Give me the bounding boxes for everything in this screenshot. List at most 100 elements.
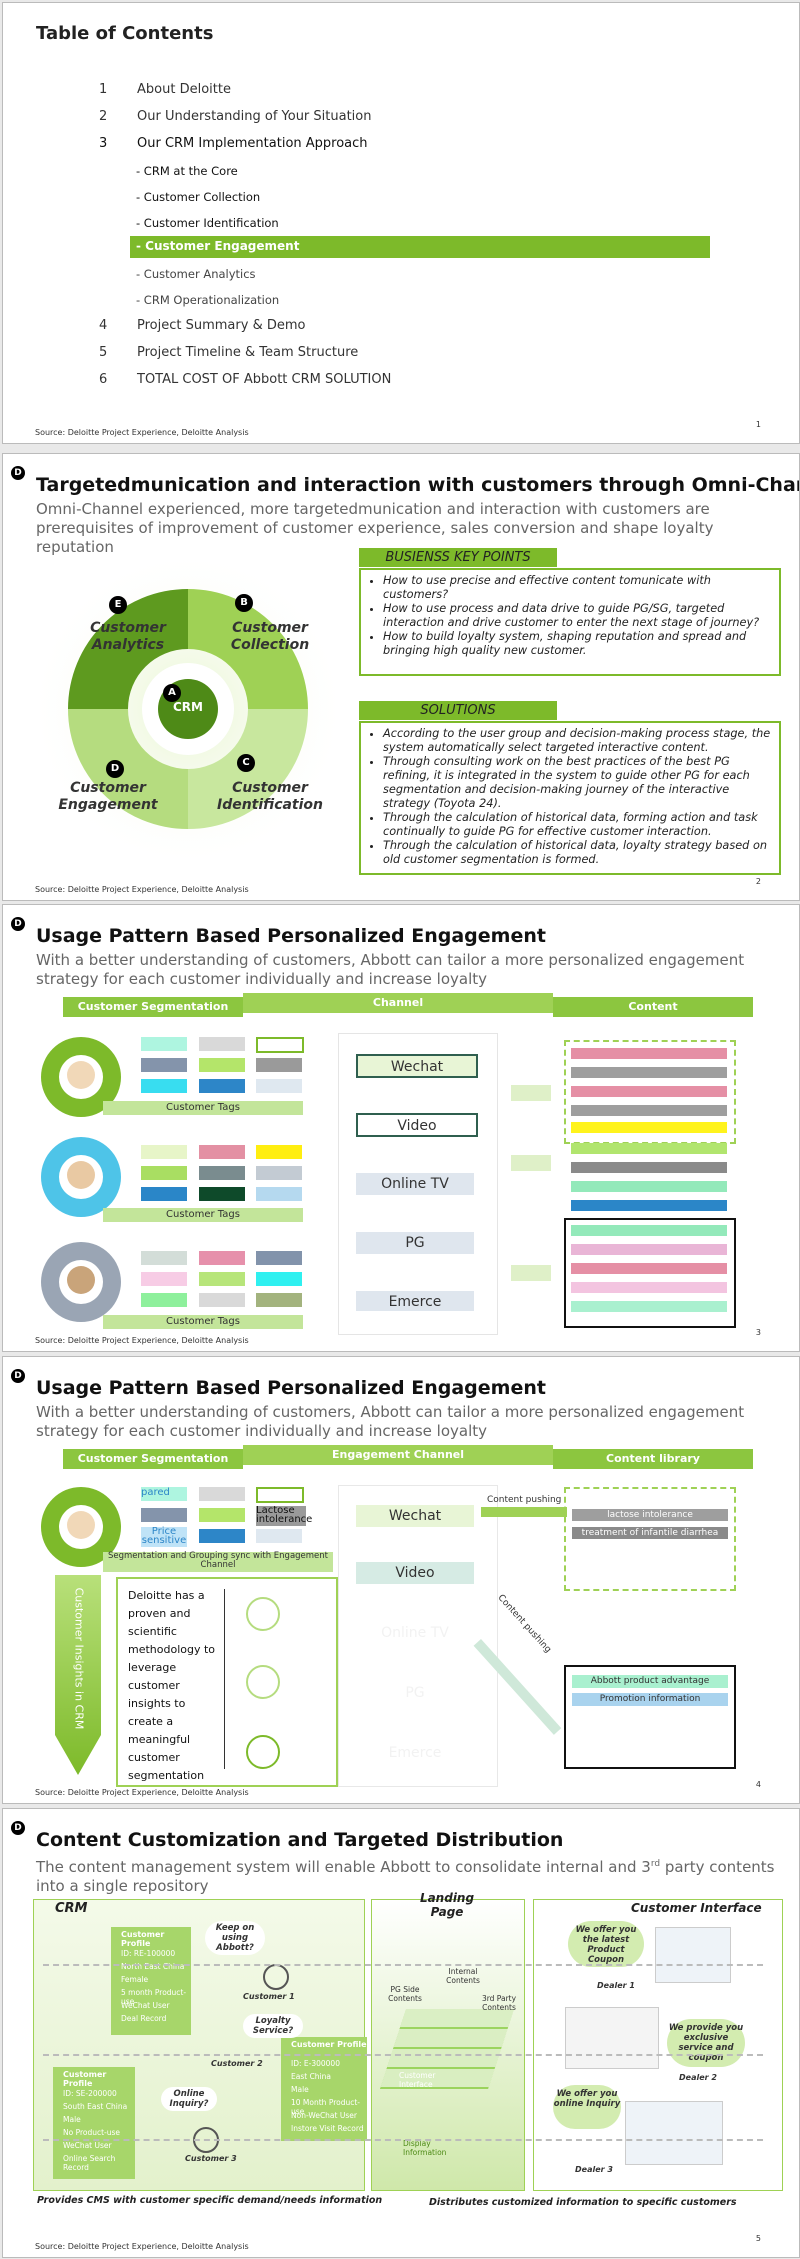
- toc-title: Table of Contents: [36, 23, 213, 44]
- content-bar: [571, 1263, 727, 1274]
- deloitte-logo: D: [11, 1369, 25, 1383]
- tag-block: [256, 1145, 302, 1159]
- methodology-text: Deloitte has a proven and scientific met…: [128, 1587, 218, 1785]
- toc-subitem[interactable]: - Customer Collection: [136, 190, 260, 204]
- channel-emerce[interactable]: Emerce: [356, 1291, 474, 1311]
- screenshot-thumb: [565, 2007, 659, 2069]
- landing-title: Landing Page: [413, 1891, 481, 1919]
- tag-block: [141, 1166, 187, 1180]
- insights-label: Customer Insights in CRM: [73, 1574, 86, 1744]
- tag-block: [256, 1293, 302, 1307]
- toc-subitem[interactable]: - CRM Operationalization: [136, 293, 279, 307]
- person-icon: [263, 1964, 289, 1990]
- channel-online-tv[interactable]: Online TV: [356, 1173, 474, 1195]
- bubble-loyalty: Loyalty Service?: [243, 2014, 303, 2038]
- content-bar: [571, 1105, 727, 1116]
- lp-internal: Internal Contents: [443, 1967, 483, 1985]
- tag-block: [256, 1079, 302, 1093]
- content-bar: [571, 1067, 727, 1078]
- library-item: treatment of infantile diarrhea: [572, 1527, 728, 1539]
- avatar: [67, 1266, 95, 1294]
- channel-wechat[interactable]: Wechat: [356, 1505, 474, 1527]
- tag-block: [256, 1166, 302, 1180]
- crm-core-label: CRM: [171, 700, 205, 714]
- bubble-inquiry: Online Inquiry?: [161, 2087, 217, 2111]
- tag-block: [141, 1079, 187, 1093]
- tag-block: [199, 1508, 245, 1522]
- key-points-box: How to use precise and effective content…: [359, 568, 781, 676]
- page-number: 3: [756, 1328, 761, 1337]
- solutions-box: According to the user group and decision…: [359, 721, 781, 875]
- footer-right: Distributes customized information to sp…: [429, 2197, 737, 2208]
- page-number: 5: [756, 2234, 761, 2243]
- screenshot-thumb: [655, 1927, 731, 1983]
- toc-highlight[interactable]: - Customer Engagement: [130, 236, 710, 258]
- dashed-line: [43, 2139, 763, 2141]
- customer-profile-1: Customer Profile ID: RE-100000 North Eas…: [111, 1927, 191, 2035]
- tag-block: [199, 1058, 245, 1072]
- solution-item: Through the calculation of historical da…: [383, 839, 775, 867]
- marker-b: B: [235, 594, 253, 612]
- avatar: [67, 1511, 95, 1539]
- slide-title: Usage Pattern Based Personalized Engagem…: [36, 1377, 546, 1399]
- page-number: 4: [756, 1780, 761, 1789]
- channel-video[interactable]: Video: [356, 1113, 478, 1137]
- lp-customer-interface: Customer Interface: [399, 2071, 459, 2089]
- customer-profile-2: Customer Profile ID: SE-200000 South Eas…: [53, 2067, 135, 2179]
- double-arrow-icon: [511, 1265, 551, 1281]
- customer-profile-3: Customer Profile ID: E-300000 East China…: [281, 2037, 367, 2141]
- solution-item: According to the user group and decision…: [383, 727, 775, 755]
- band-segmentation: Customer Segmentation: [63, 1449, 243, 1469]
- toc-subitem[interactable]: - CRM at the Core: [136, 164, 238, 178]
- slide-omnichannel: D Targetedmunication and interaction wit…: [2, 453, 800, 901]
- tag-block: [199, 1079, 245, 1093]
- tag-block: [141, 1145, 187, 1159]
- slide-title: Targetedmunication and interaction with …: [36, 474, 800, 496]
- channel-video[interactable]: Video: [356, 1562, 474, 1584]
- content-bar: [571, 1244, 727, 1255]
- solution-item: Through the calculation of historical da…: [383, 811, 775, 839]
- customer-tags-bar: Customer Tags: [103, 1315, 303, 1329]
- tag-lactose: Lactose intolerance: [256, 1506, 306, 1526]
- label-analytics: Customer Analytics: [83, 620, 173, 654]
- channel-wechat[interactable]: Wechat: [356, 1054, 478, 1078]
- library-item: lactose intolerance: [572, 1509, 728, 1521]
- slide-subtitle: With a better understanding of customers…: [36, 1403, 796, 1441]
- channel-pg[interactable]: PG: [356, 1682, 474, 1704]
- tag-block: [256, 1529, 302, 1543]
- person-icon: [246, 1735, 280, 1769]
- marker-d: D: [106, 760, 124, 778]
- offer-bubble-3: We offer you online Inquiry: [553, 2085, 621, 2129]
- toc-subitem[interactable]: - Customer Analytics: [136, 267, 256, 281]
- library-item: Abbott product advantage: [572, 1675, 728, 1688]
- customer-2-label: Customer 2: [211, 2059, 263, 2068]
- push-arrow-top: [481, 1507, 567, 1517]
- avatar: [67, 1061, 95, 1089]
- slide-usage-pattern-1: D Usage Pattern Based Personalized Engag…: [2, 904, 800, 1352]
- source-note: Source: Deloitte Project Experience, Del…: [35, 885, 249, 894]
- content-bar: [571, 1181, 727, 1192]
- toc-subitem[interactable]: - Customer Identification: [136, 216, 279, 230]
- screenshot-thumb: [625, 2101, 723, 2165]
- channel-online-tv[interactable]: Online TV: [356, 1622, 474, 1644]
- content-bar: [571, 1301, 727, 1312]
- label-collection: Customer Collection: [225, 620, 315, 654]
- customer-ring: [39, 1135, 123, 1219]
- channel-emerce[interactable]: Emerce: [356, 1742, 474, 1764]
- lp-pg: PG Side Contents: [385, 1985, 425, 2003]
- tag-block: [141, 1293, 187, 1307]
- tag-pared: pared: [141, 1487, 187, 1501]
- channel-pg[interactable]: PG: [356, 1232, 474, 1254]
- avatar: [67, 1161, 95, 1189]
- deloitte-logo: D: [11, 917, 25, 931]
- tag-block: [256, 1058, 302, 1072]
- push-label-bottom: Content pushing: [496, 1593, 553, 1655]
- lp-display-info: Display Information: [403, 2139, 473, 2157]
